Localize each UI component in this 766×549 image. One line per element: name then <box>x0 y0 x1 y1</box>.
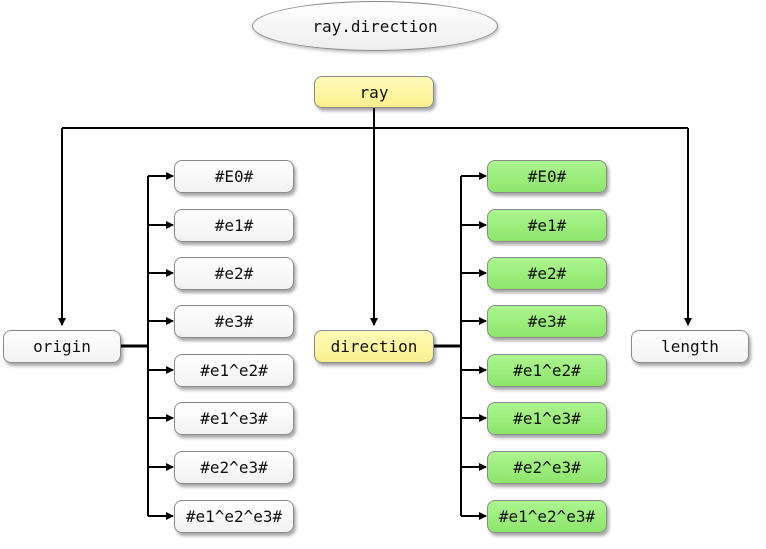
origin-component-3[interactable]: #e3# <box>174 305 294 338</box>
direction-component-6[interactable]: #e2^e3# <box>487 451 607 484</box>
origin-component-5[interactable]: #e1^e3# <box>174 402 294 435</box>
direction-component-2[interactable]: #e2# <box>487 257 607 290</box>
node-length[interactable]: length <box>631 330 749 363</box>
direction-component-1[interactable]: #e1# <box>487 209 607 242</box>
node-ray[interactable]: ray <box>314 76 434 108</box>
origin-component-1[interactable]: #e1# <box>174 209 294 242</box>
direction-component-4[interactable]: #e1^e2# <box>487 354 607 387</box>
origin-component-0[interactable]: #E0# <box>174 160 294 193</box>
node-direction[interactable]: direction <box>314 330 434 363</box>
direction-component-0[interactable]: #E0# <box>487 160 607 193</box>
direction-component-5[interactable]: #e1^e3# <box>487 402 607 435</box>
direction-component-7[interactable]: #e1^e2^e3# <box>487 500 607 533</box>
direction-component-3[interactable]: #e3# <box>487 305 607 338</box>
origin-component-7[interactable]: #e1^e2^e3# <box>174 500 294 533</box>
node-origin[interactable]: origin <box>3 330 121 363</box>
origin-component-2[interactable]: #e2# <box>174 257 294 290</box>
origin-component-4[interactable]: #e1^e2# <box>174 354 294 387</box>
diagram-title: ray.direction <box>252 1 498 51</box>
origin-component-6[interactable]: #e2^e3# <box>174 451 294 484</box>
